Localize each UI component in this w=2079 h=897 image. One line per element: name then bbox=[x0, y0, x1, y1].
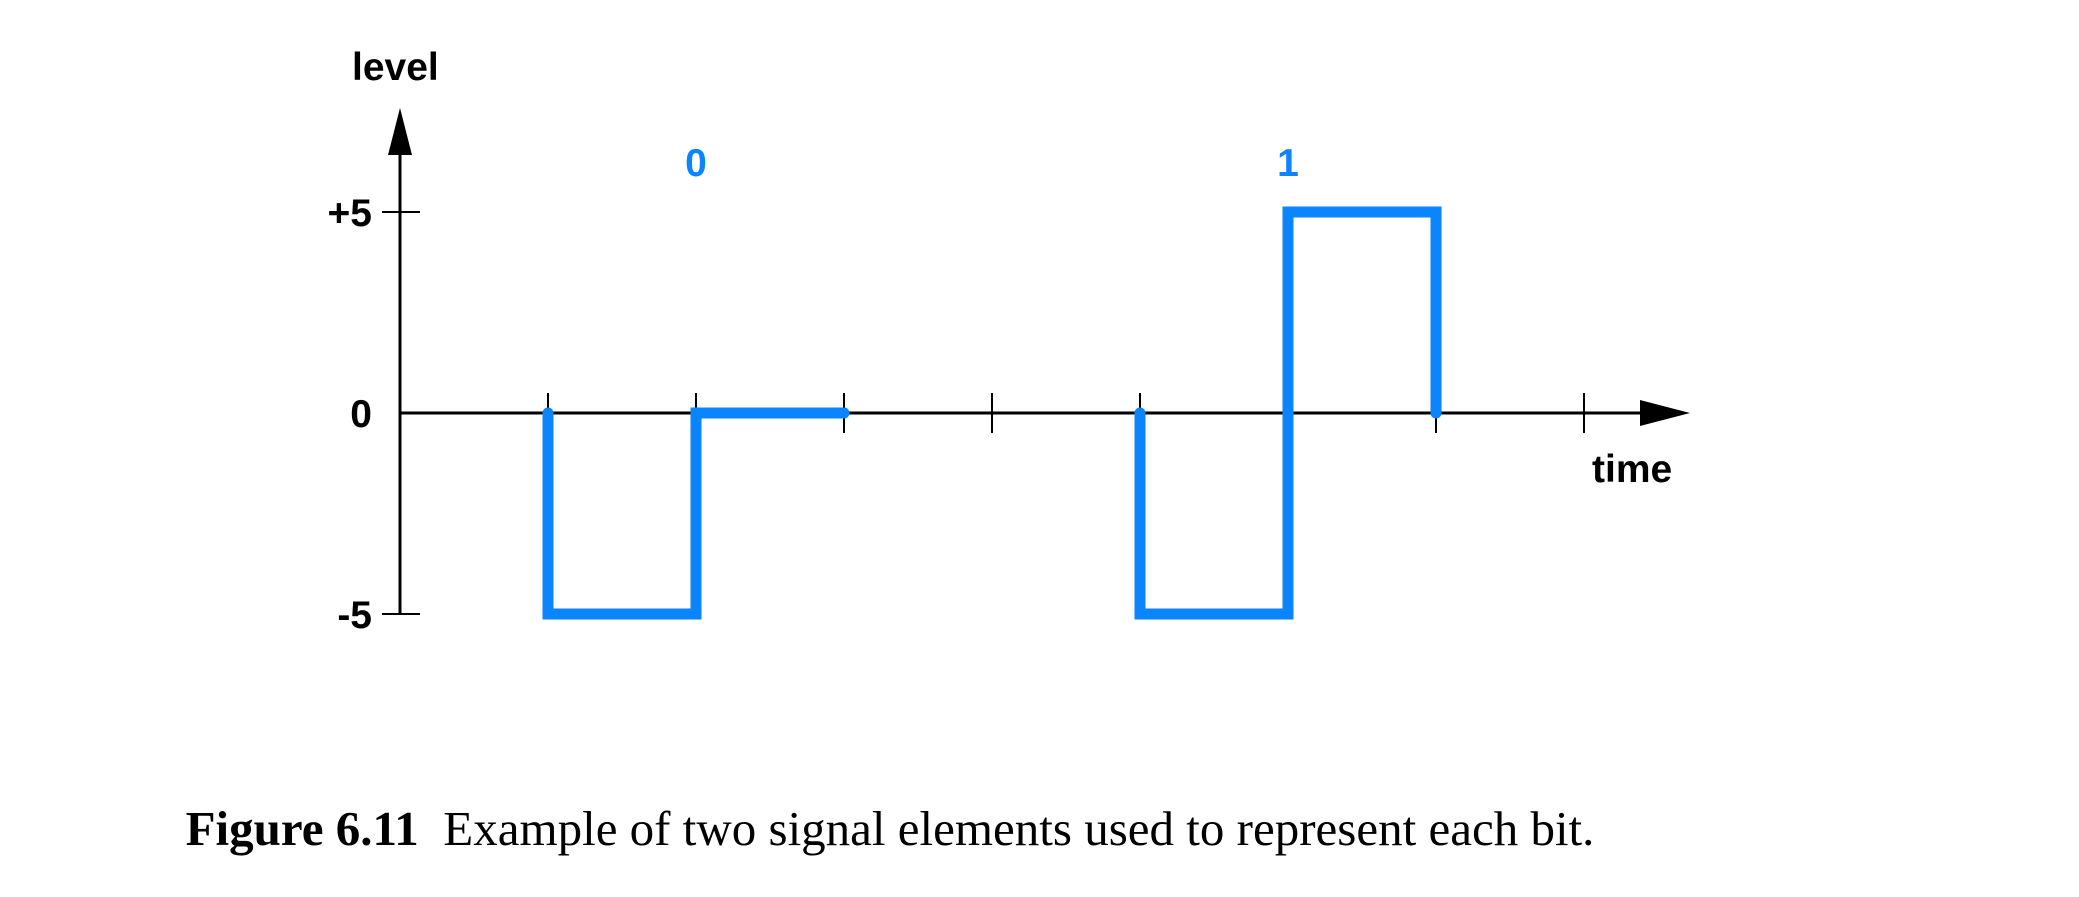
bit-label-0: 0 bbox=[685, 142, 707, 185]
x-axis-arrowhead bbox=[1640, 400, 1690, 426]
y-tick-label-zero: 0 bbox=[350, 393, 372, 436]
y-tick-label-minus5: -5 bbox=[337, 594, 372, 637]
x-axis-label: time bbox=[1592, 448, 1672, 491]
caption-text: Example of two signal elements used to r… bbox=[443, 801, 1595, 856]
signal-bit-0 bbox=[542, 407, 850, 620]
signal-bit-1 bbox=[1134, 206, 1442, 620]
bit-label-1: 1 bbox=[1277, 142, 1299, 185]
y-tick-label-plus5: +5 bbox=[328, 192, 372, 235]
y-axis-label: level bbox=[352, 46, 439, 89]
y-axis-arrowhead bbox=[388, 108, 412, 155]
caption-label: Figure 6.11 bbox=[185, 801, 419, 856]
figure-caption: Figure 6.11 Example of two signal elemen… bbox=[0, 800, 1780, 857]
